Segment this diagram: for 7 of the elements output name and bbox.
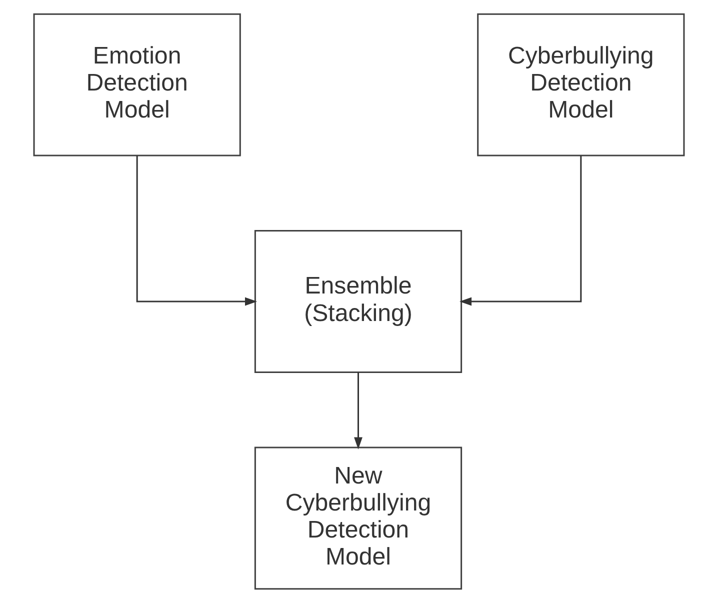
arrow [458, 156, 582, 306]
arrow [354, 372, 362, 450]
node-box: New Cyberbullying Detection Model [254, 446, 462, 590]
node-box: Cyberbullying Detection Model [476, 13, 684, 156]
node-box: Ensemble (Stacking) [254, 230, 462, 373]
node-box: Emotion Detection Model [32, 13, 240, 156]
arrow [136, 156, 257, 306]
